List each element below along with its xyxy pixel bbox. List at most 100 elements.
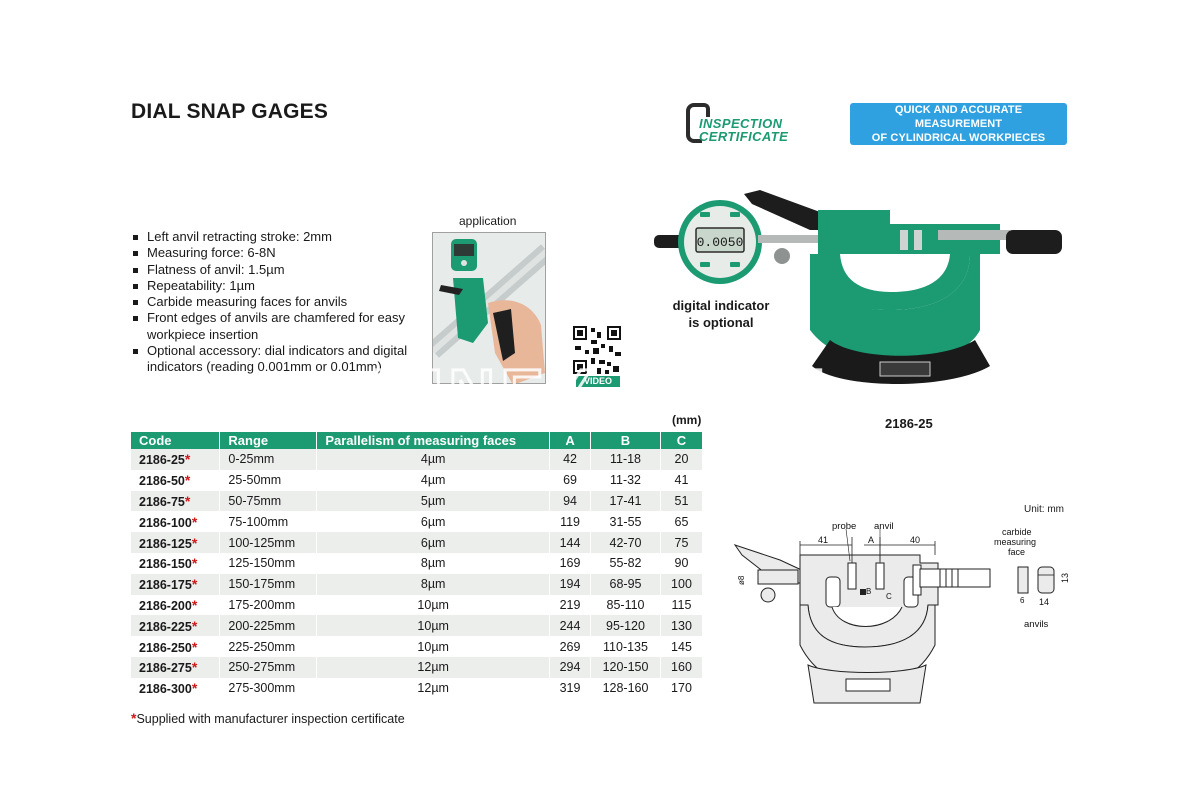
cell-a: 294 bbox=[549, 656, 592, 678]
cell-a: 94 bbox=[549, 490, 592, 512]
cell-a: 319 bbox=[549, 677, 592, 699]
cell-c: 41 bbox=[660, 469, 704, 491]
certificate-star: * bbox=[191, 576, 198, 593]
feature-item: Left anvil retracting stroke: 2mm bbox=[131, 229, 421, 245]
cell-range: 250-275mm bbox=[219, 656, 318, 678]
cell-c: 100 bbox=[660, 573, 704, 595]
certificate-star: * bbox=[184, 451, 191, 468]
cell-a: 42 bbox=[549, 449, 592, 470]
cell-c: 75 bbox=[660, 532, 704, 553]
cell-a: 244 bbox=[549, 615, 592, 637]
cell-code: 2186-125* bbox=[131, 532, 221, 553]
spec-table: Code Range Parallelism of measuring face… bbox=[131, 432, 704, 699]
cell-code: 2186-25* bbox=[131, 449, 221, 470]
application-photo bbox=[432, 232, 546, 384]
cell-range: 275-300mm bbox=[219, 677, 318, 699]
footnote-star: * bbox=[131, 710, 137, 726]
cell-code: 2186-100* bbox=[131, 511, 221, 533]
cell-c: 160 bbox=[660, 656, 704, 678]
diagram-unit-note: Unit: mm bbox=[1024, 504, 1064, 515]
cell-a: 219 bbox=[549, 594, 592, 616]
indicator-reading: 0.0050 bbox=[697, 235, 744, 250]
cell-a: 69 bbox=[549, 469, 592, 491]
code-text: 2186-300 bbox=[139, 682, 192, 697]
certificate-star: * bbox=[191, 680, 198, 697]
cell-code: 2186-275* bbox=[131, 656, 221, 678]
cell-parallelism: 10µm bbox=[316, 615, 551, 637]
code-text: 2186-100 bbox=[139, 515, 192, 530]
model-label: 2186-25 bbox=[885, 416, 933, 431]
code-text: 2186-150 bbox=[139, 557, 192, 572]
cell-parallelism: 4µm bbox=[316, 449, 551, 470]
video-label[interactable]: VIDEO bbox=[576, 376, 620, 387]
certificate-line-1: INSPECTION bbox=[699, 116, 783, 131]
snap-gage-photo: 0.0050 bbox=[654, 190, 1062, 384]
digital-indicator-line-2: is optional bbox=[688, 315, 754, 330]
cell-range: 200-225mm bbox=[219, 615, 318, 637]
cell-b: 55-82 bbox=[590, 552, 661, 574]
cell-parallelism: 6µm bbox=[316, 532, 551, 553]
table-unit: (mm) bbox=[672, 413, 702, 427]
cell-a: 269 bbox=[549, 636, 592, 657]
diagram-carbide-1: carbide bbox=[1002, 527, 1032, 537]
diagram-dim-b: B bbox=[866, 587, 871, 596]
code-text: 2186-75 bbox=[139, 494, 185, 509]
cell-code: 2186-300* bbox=[131, 677, 221, 699]
cell-code: 2186-250* bbox=[131, 636, 221, 657]
cell-b: 95-120 bbox=[590, 615, 661, 637]
cell-parallelism: 8µm bbox=[316, 573, 551, 595]
cell-parallelism: 12µm bbox=[316, 677, 551, 699]
certificate-star: * bbox=[191, 513, 198, 530]
certificate-star: * bbox=[191, 534, 198, 551]
cell-code: 2186-175* bbox=[131, 573, 221, 595]
diagram-dim-c: C bbox=[886, 592, 892, 601]
cell-b: 85-110 bbox=[590, 594, 661, 616]
feature-item: Optional accessory: dial indicators and … bbox=[131, 343, 421, 376]
diagram-dim-14: 14 bbox=[1039, 597, 1049, 607]
feature-item: Repeatability: 1µm bbox=[131, 278, 421, 294]
cell-range: 225-250mm bbox=[219, 636, 318, 657]
banner-line-1: QUICK AND ACCURATE MEASUREMENT bbox=[894, 104, 1023, 130]
cell-parallelism: 8µm bbox=[316, 552, 551, 574]
certificate-bracket-icon bbox=[686, 103, 710, 143]
cell-parallelism: 10µm bbox=[316, 594, 551, 616]
cell-parallelism: 4µm bbox=[316, 469, 551, 491]
cell-parallelism: 5µm bbox=[316, 490, 551, 512]
diagram-dim-8: ø8 bbox=[737, 575, 746, 585]
cell-c: 130 bbox=[660, 615, 704, 637]
feature-item: Measuring force: 6-8N bbox=[131, 245, 421, 261]
footnote: *Supplied with manufacturer inspection c… bbox=[131, 710, 405, 726]
footnote-text: Supplied with manufacturer inspection ce… bbox=[136, 712, 405, 726]
cell-range: 100-125mm bbox=[219, 532, 318, 553]
certificate-star: * bbox=[184, 492, 191, 509]
feature-list: Left anvil retracting stroke: 2mm Measur… bbox=[131, 229, 421, 376]
cell-code: 2186-50* bbox=[131, 469, 221, 491]
header-a: A bbox=[549, 432, 592, 449]
cell-c: 20 bbox=[660, 449, 704, 470]
cell-b: 11-32 bbox=[590, 469, 661, 491]
cell-b: 17-41 bbox=[590, 490, 661, 512]
table-header-row: Code Range Parallelism of measuring face… bbox=[131, 432, 704, 449]
header-c: C bbox=[660, 432, 704, 449]
code-text: 2186-50 bbox=[139, 474, 185, 489]
cell-a: 144 bbox=[549, 532, 592, 553]
cell-parallelism: 10µm bbox=[316, 636, 551, 657]
cell-c: 145 bbox=[660, 636, 704, 657]
feature-banner: QUICK AND ACCURATE MEASUREMENT OF CYLIND… bbox=[850, 103, 1067, 145]
cell-c: 170 bbox=[660, 677, 704, 699]
cell-b: 128-160 bbox=[590, 677, 661, 699]
feature-item: Flatness of anvil: 1.5µm bbox=[131, 262, 421, 278]
cell-range: 125-150mm bbox=[219, 552, 318, 574]
certificate-star: * bbox=[191, 555, 198, 572]
digital-indicator-line-1: digital indicator bbox=[672, 298, 770, 313]
application-label: application bbox=[459, 214, 517, 228]
dimension-diagram: probe anvil 41 A 40 B C ø8 carbide measu… bbox=[733, 521, 1070, 704]
cell-code: 2186-225* bbox=[131, 615, 221, 637]
qr-code-icon[interactable] bbox=[571, 324, 623, 376]
diagram-dim-13: 13 bbox=[1060, 573, 1070, 583]
diagram-dim-40: 40 bbox=[910, 535, 920, 545]
